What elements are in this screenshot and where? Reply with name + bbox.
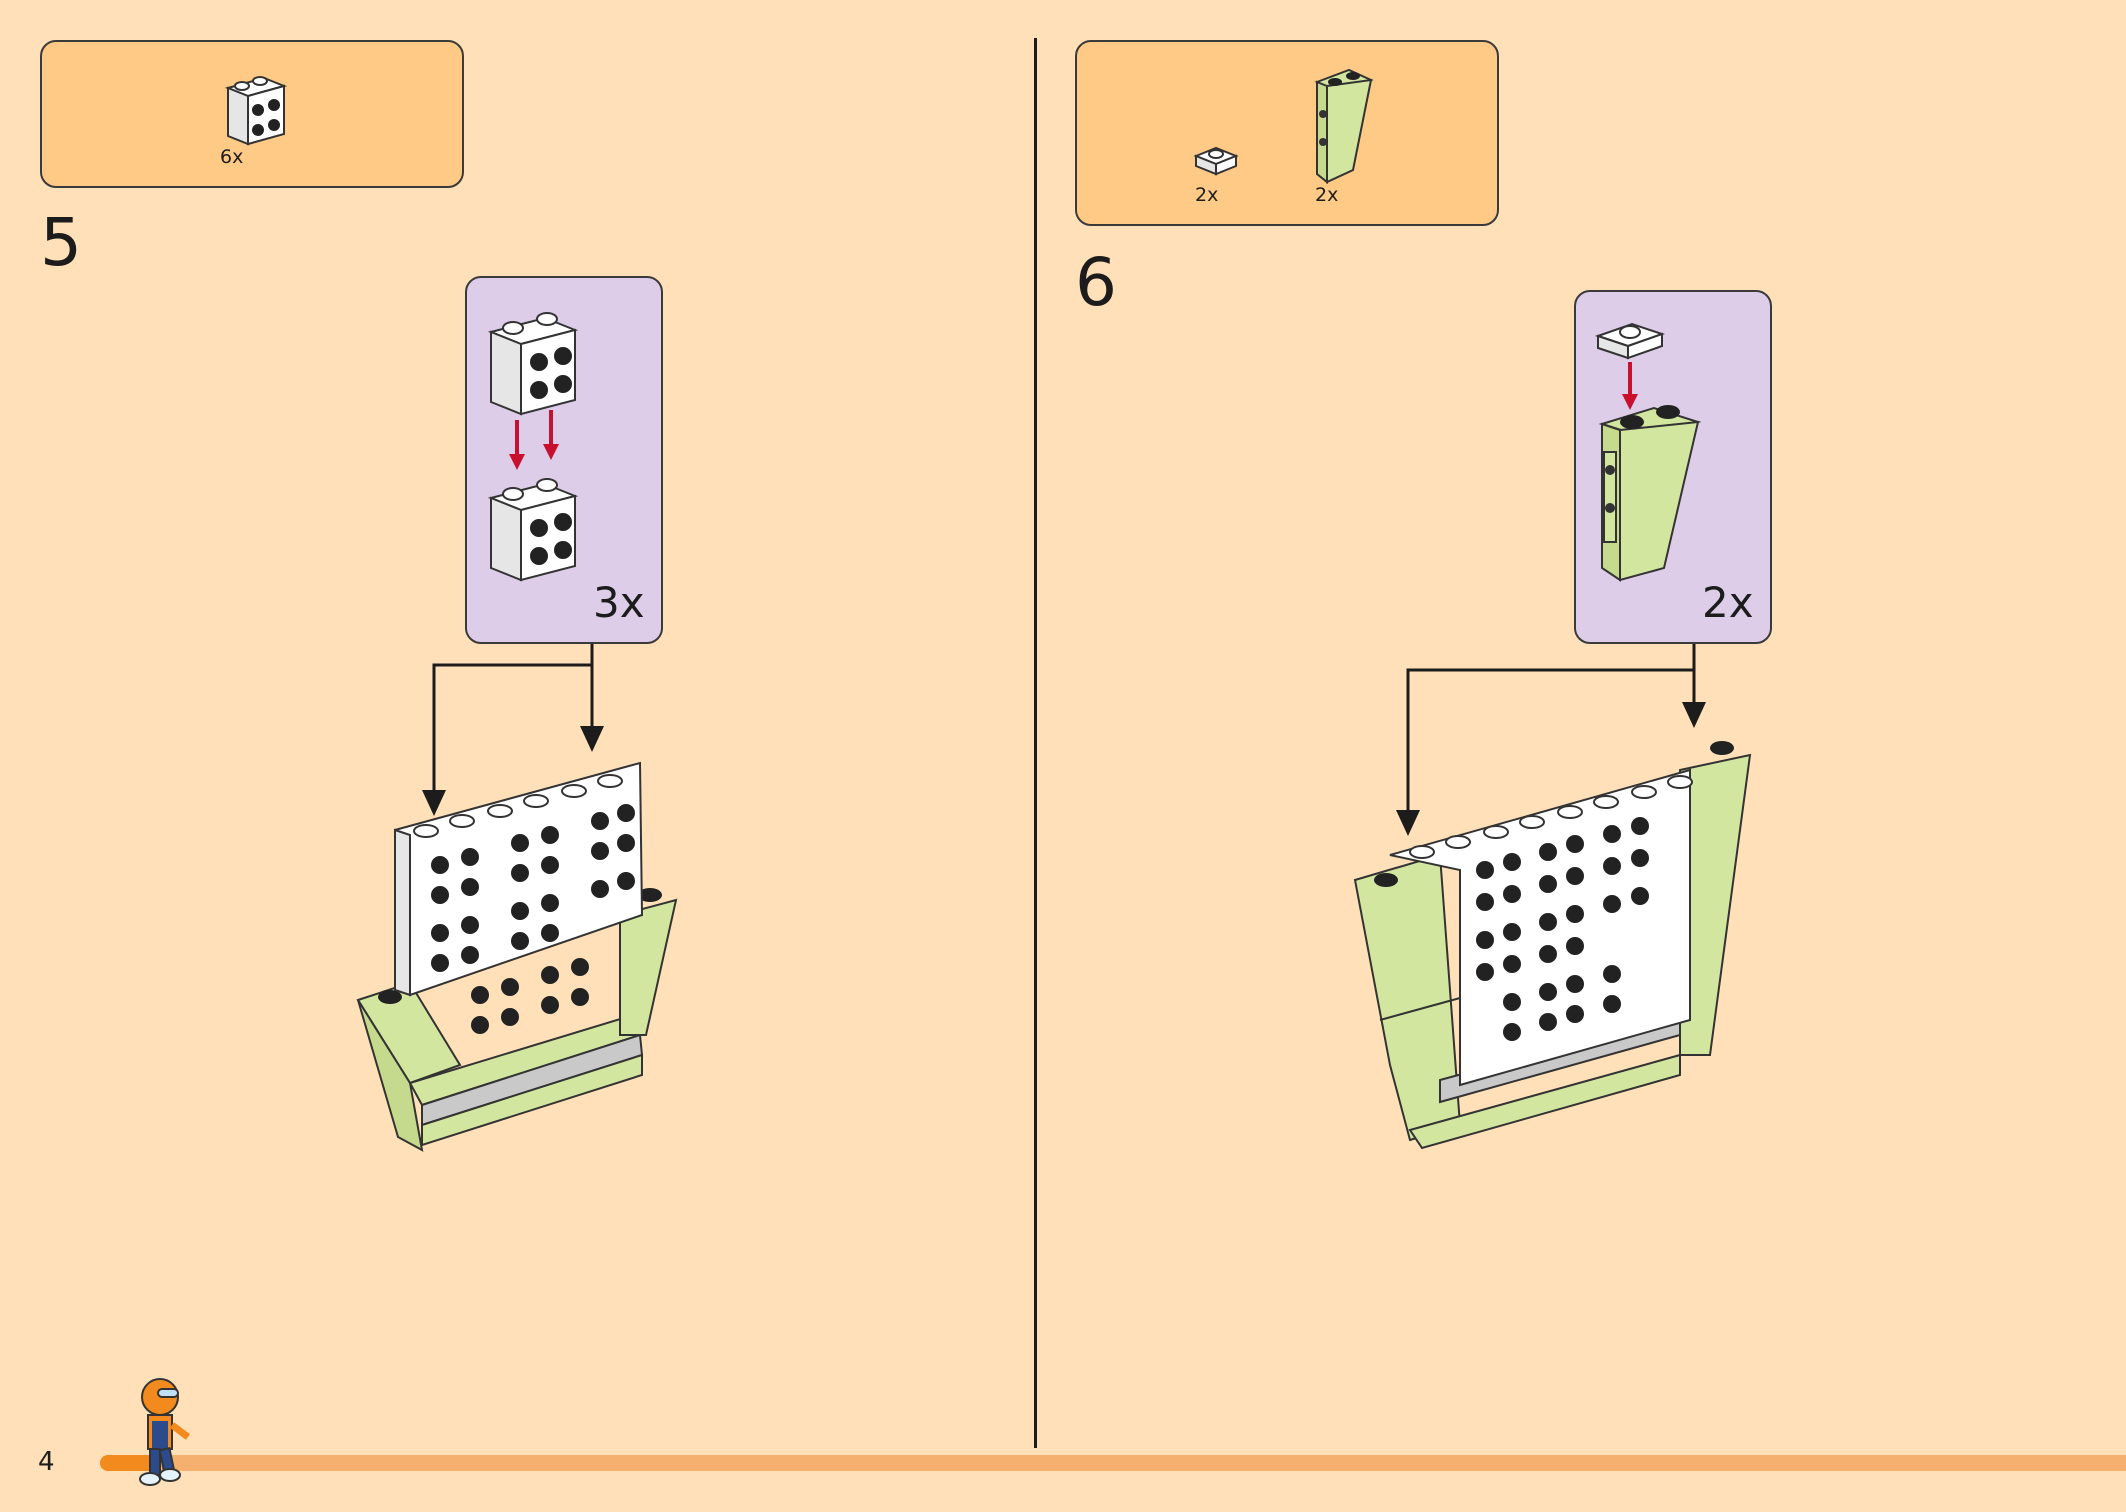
step6-subassembly-callout: 2x (1574, 290, 1772, 644)
step5-subassembly-callout: 3x (465, 276, 663, 644)
white-2x2-brick-side-studs-icon (224, 76, 288, 146)
step5-parts-box: 6x (40, 40, 464, 188)
step-number: 5 (40, 204, 82, 281)
callout-multiplier: 3x (593, 578, 645, 627)
step6-parts-box: 2x 2x (1075, 40, 1499, 226)
subassembly-plate-on-slope-illustration (1594, 322, 1702, 582)
part-quantity: 6x (220, 146, 244, 168)
callout-multiplier: 2x (1702, 578, 1754, 627)
progress-bar-fill (100, 1455, 161, 1471)
white-1x1-plate-icon (1193, 146, 1239, 176)
step5-model-illustration (356, 761, 678, 1152)
subassembly-brick-stack-illustration (487, 312, 579, 582)
step-number: 6 (1075, 244, 1117, 321)
minifigure-mascot-icon (139, 1378, 191, 1486)
step6-model-illustration (1353, 741, 1752, 1150)
page-number: 4 (38, 1447, 55, 1477)
progress-bar-track (100, 1455, 2126, 1471)
part-quantity: 2x (1195, 184, 1219, 206)
lime-slope-brick-icon (1314, 68, 1374, 185)
page-divider (1034, 38, 1037, 1448)
part-quantity: 2x (1315, 184, 1339, 206)
